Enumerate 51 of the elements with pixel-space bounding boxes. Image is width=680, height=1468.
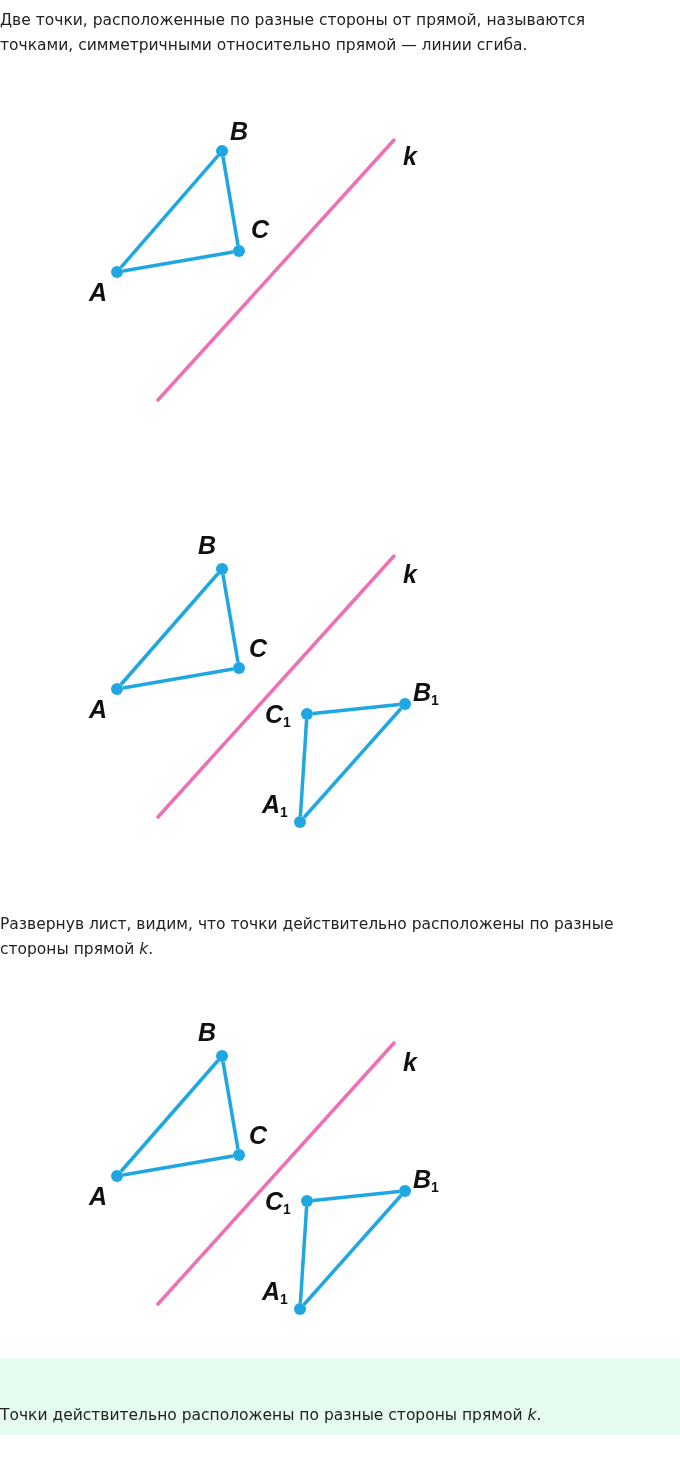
point-label: A <box>89 1184 108 1209</box>
triangle-side <box>221 574 240 663</box>
line-label: k <box>403 1050 417 1075</box>
point-label: C$_{1}$ <box>265 1189 291 1216</box>
point-dot <box>301 708 313 720</box>
point-dot <box>111 683 123 695</box>
triangle-side <box>221 156 240 246</box>
triangle-side <box>119 154 220 269</box>
point-label: B <box>198 1020 217 1045</box>
point-dot <box>111 266 123 278</box>
triangle-side <box>312 702 400 716</box>
point-dot <box>216 145 228 157</box>
triangle-side <box>122 1154 234 1177</box>
point-dot <box>111 1170 123 1182</box>
triangle-side <box>119 572 220 686</box>
point-dot <box>233 245 245 257</box>
paragraph: Две точки, расположенные по разные стороны от прямой, называются точками, симметричными относительно прямой — линии сгиба. <box>0 10 587 56</box>
point-dot <box>399 698 411 710</box>
point-label: C$_{1}$ <box>265 702 291 729</box>
triangle-side <box>119 1059 220 1173</box>
point-label: A <box>89 697 108 722</box>
triangle-side <box>312 1189 400 1203</box>
point-label: B <box>230 119 249 144</box>
point-dot <box>301 1195 313 1207</box>
triangle-side <box>302 707 403 819</box>
point-dot <box>399 1185 411 1197</box>
paragraph: Развернув лист, видим, что точки действительно расположены по разные стороны прямой k. <box>0 914 615 960</box>
point-dot <box>233 1149 245 1161</box>
triangle-side <box>302 1194 403 1306</box>
triangle-side <box>221 1061 240 1150</box>
point-dot <box>294 1303 306 1315</box>
point-label: B$_{1}$ <box>413 680 439 707</box>
triangle-side <box>298 1206 309 1304</box>
point-label: A$_{1}$ <box>262 1279 288 1306</box>
paragraph: Точки действительно расположены по разные стороны прямой k. <box>0 1405 543 1426</box>
line-label: k <box>403 144 417 169</box>
point-label: B$_{1}$ <box>413 1167 439 1194</box>
triangle-side <box>122 667 234 690</box>
point-dot <box>216 563 228 575</box>
point-dot <box>233 662 245 674</box>
point-dot <box>216 1050 228 1062</box>
point-label: B <box>198 533 217 558</box>
point-label: A$_{1}$ <box>262 792 288 819</box>
point-dot <box>294 816 306 828</box>
triangle-side <box>122 250 234 273</box>
point-label: C <box>251 217 270 242</box>
point-label: C <box>249 1123 268 1148</box>
point-label: A <box>89 280 108 305</box>
line-label: k <box>403 562 417 587</box>
triangle-side <box>298 719 309 817</box>
point-label: C <box>249 636 268 661</box>
